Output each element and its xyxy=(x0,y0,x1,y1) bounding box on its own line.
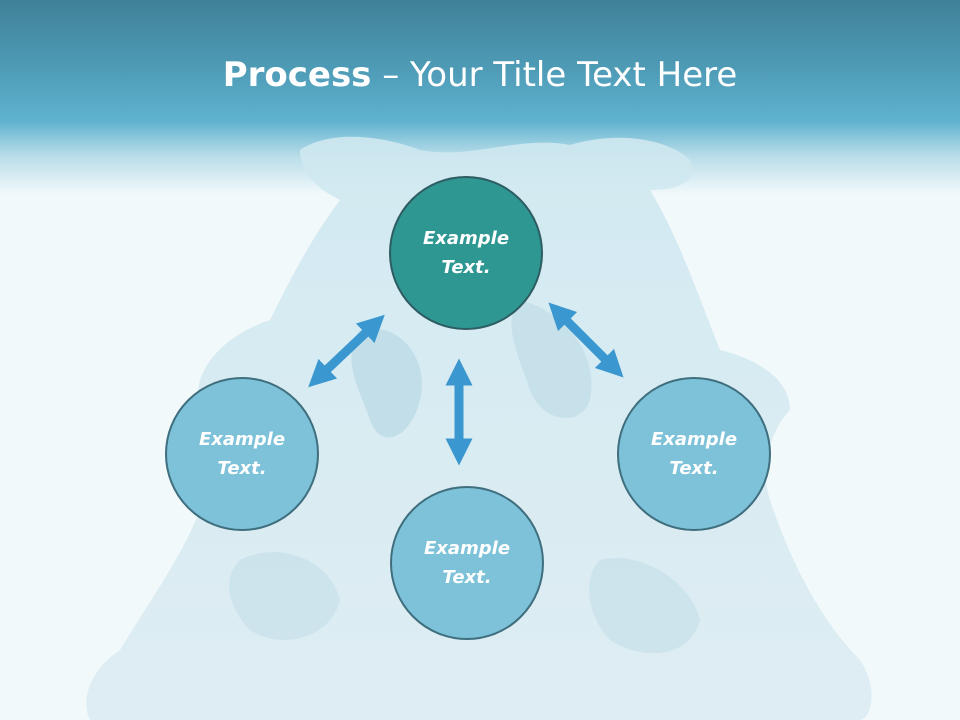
arrow-top-right xyxy=(548,302,624,378)
node-top-label: Example Text. xyxy=(422,228,510,278)
node-bottom-label: Example Text. xyxy=(423,538,511,588)
arrow-top-left xyxy=(308,314,385,388)
title-bold: Process xyxy=(222,55,372,95)
page-title: Process – Your Title Text Here xyxy=(0,50,960,100)
node-right: Example Text. xyxy=(617,377,771,531)
node-top: Example Text. xyxy=(389,176,543,330)
node-right-label: Example Text. xyxy=(650,429,738,479)
node-left: Example Text. xyxy=(165,377,319,531)
node-bottom: Example Text. xyxy=(390,486,544,640)
title-rest: – Your Title Text Here xyxy=(371,55,738,95)
node-left-label: Example Text. xyxy=(198,429,286,479)
